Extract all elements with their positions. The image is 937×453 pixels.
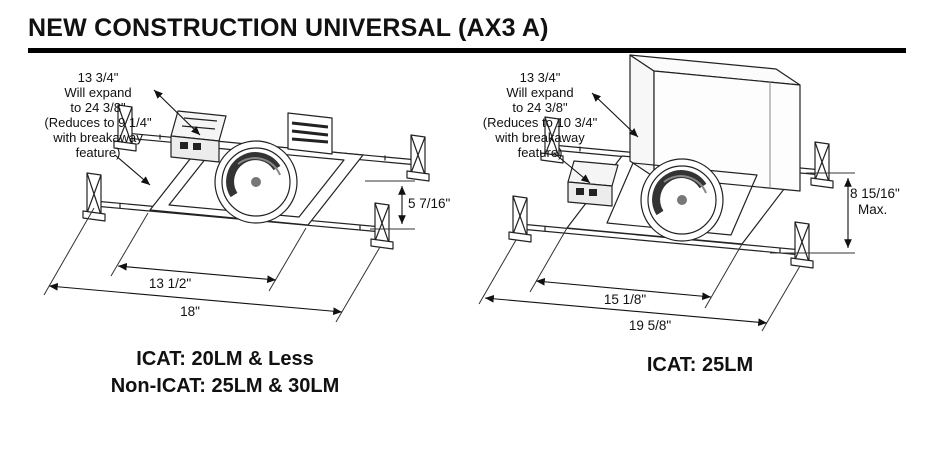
junction-box <box>567 160 619 207</box>
height-dimension-max-label: Max. <box>858 202 888 217</box>
outer-width-dimension-label: 18" <box>180 304 200 319</box>
right-fixture-drawing <box>478 54 855 332</box>
note-line: with breakaway <box>53 130 143 145</box>
caption-line: ICAT: 25LM <box>646 354 754 376</box>
inner-width-dimension-label: 15 1/8" <box>603 292 647 307</box>
expansion-dimension-arrow <box>553 92 639 184</box>
inner-width-dimension-label: 13 1/2" <box>148 276 192 291</box>
aperture-ring <box>606 158 758 242</box>
nail-plate-bracket <box>810 141 834 189</box>
note-line: 13 3/4" <box>77 70 119 85</box>
outer-width-dimension-label: 19 5/8" <box>628 318 672 333</box>
note-line: Will expand <box>506 85 574 100</box>
aperture-ring <box>214 140 298 224</box>
height-dimension <box>770 172 855 254</box>
caption-line: Non-ICAT: 25LM & 30LM <box>110 375 340 397</box>
right-expansion-note: 13 3/4" Will expand to 24 3/8" (Reduces … <box>466 70 614 160</box>
note-line: Will expand <box>64 85 132 100</box>
note-line: 13 3/4" <box>519 70 561 85</box>
left-expansion-note: 13 3/4" Will expand to 24 3/8" (Reduces … <box>28 70 168 160</box>
width-dimensions <box>478 227 801 332</box>
page-title: NEW CONSTRUCTION UNIVERSAL (AX3 A) <box>28 14 549 42</box>
right-caption: ICAT: 25LM <box>585 352 815 379</box>
expansion-dimension-arrow <box>114 89 201 186</box>
note-line: to 24 3/8" <box>512 100 568 115</box>
left-caption: ICAT: 20LM & Less Non-ICAT: 25LM & 30LM <box>60 346 390 400</box>
height-dimension <box>365 180 415 230</box>
note-line: feature) <box>75 145 121 160</box>
nail-plate-bracket <box>790 221 814 269</box>
nail-plate-bracket <box>406 134 430 182</box>
caption-line: ICAT: 20LM & Less <box>136 348 314 370</box>
note-line: (Reduces to 9 1/4" <box>44 115 152 130</box>
note-line: (Reduces to 10 3/4" <box>482 115 598 130</box>
note-line: to 24 3/8" <box>70 100 126 115</box>
nail-plate-bracket <box>540 116 564 164</box>
note-line: with breakaway <box>495 130 585 145</box>
nail-plate-bracket <box>113 104 137 152</box>
height-dimension-label: 5 7/16" <box>408 196 451 211</box>
width-dimensions <box>43 207 381 323</box>
junction-box <box>170 110 227 163</box>
nail-plate-bracket <box>370 202 394 250</box>
title-underline <box>28 48 906 53</box>
left-fixture-drawing <box>43 89 430 323</box>
height-dimension-label: 8 15/16" <box>850 186 900 201</box>
nail-plate-bracket <box>82 172 106 222</box>
note-line: feature) <box>517 145 563 160</box>
nail-plate-bracket <box>508 195 532 243</box>
driver-cover <box>287 112 333 155</box>
